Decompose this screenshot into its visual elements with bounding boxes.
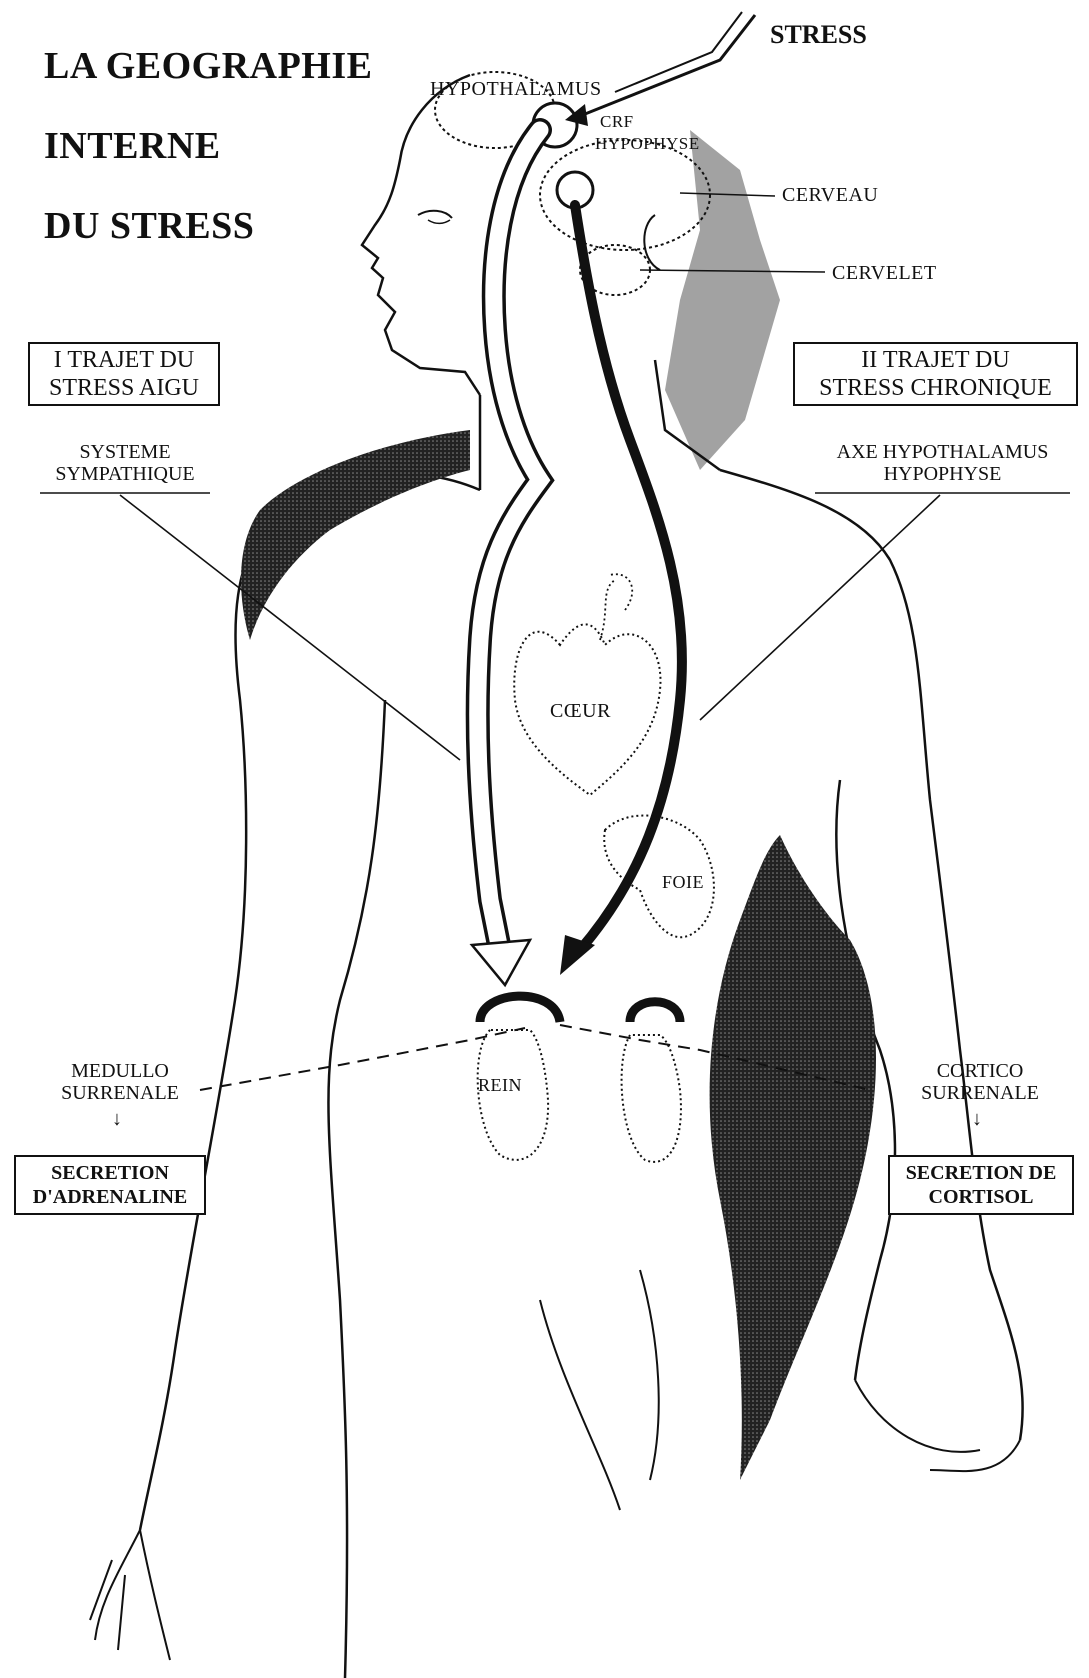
right-kidney: [622, 1035, 681, 1162]
page-title: LA GEOGRAPHIE INTERNE DU STRESS: [44, 6, 373, 286]
right-hand: [855, 1380, 1020, 1471]
foie-label: FOIE: [662, 872, 704, 893]
chronic-path-box: II TRAJET DU STRESS CHRONIQUE: [793, 342, 1078, 406]
acute-system-line-2: SYMPATHIQUE: [40, 463, 210, 485]
chronic-secretion-line-2: CORTISOL: [896, 1185, 1066, 1209]
acute-system-line-1: SYSTEME: [40, 441, 210, 463]
torso-center: [540, 1270, 659, 1510]
crf-label: CRF: [600, 112, 634, 132]
chronic-box-line-1: II TRAJET DU: [801, 346, 1070, 374]
acute-arrowhead: [472, 940, 530, 985]
left-shoulder-shadow: [241, 430, 470, 640]
acute-path-box: I TRAJET DU STRESS AIGU: [28, 342, 220, 406]
acute-secretion-line-2: D'ADRENALINE: [22, 1185, 198, 1209]
stress-input-arrow-2: [615, 12, 742, 92]
torso-shadow: [710, 835, 876, 1480]
cervelet-label: CERVELET: [832, 262, 937, 285]
acute-gland-line-2: SURRENALE: [40, 1082, 200, 1104]
left-shoulder: [140, 473, 480, 1530]
right-adrenal: [630, 1002, 680, 1022]
acute-box-line-2: STRESS AIGU: [36, 374, 212, 402]
left-hand: [90, 1530, 170, 1660]
chronic-axis-line-1: AXE HYPOTHALAMUS: [815, 441, 1070, 463]
acute-secretion-line-1: SECRETION: [22, 1161, 198, 1185]
cervelet-leader: [640, 270, 825, 272]
hypophyse-label: HYPOPHYSE: [595, 134, 700, 154]
left-adrenal: [480, 996, 560, 1022]
rein-label: REIN: [478, 1075, 522, 1096]
chronic-down-arrow: ↓: [972, 1108, 982, 1131]
stress-label: STRESS: [770, 24, 867, 46]
chronic-box-line-2: STRESS CHRONIQUE: [801, 374, 1070, 402]
title-line-2: INTERNE: [44, 126, 373, 166]
medullo-dashed-line: [200, 1028, 525, 1090]
chronic-axis-line-2: HYPOPHYSE: [815, 463, 1070, 485]
hypothalamus-axis-label: AXE HYPOTHALAMUS HYPOPHYSE: [815, 441, 1070, 485]
hypothalamus-label: HYPOTHALAMUS: [430, 78, 602, 101]
left-inner-arm: [328, 700, 385, 1678]
chronic-path: [575, 205, 682, 950]
sympathetic-system-label: SYSTEME SYMPATHIQUE: [40, 441, 210, 485]
cerveau-label: CERVEAU: [782, 184, 878, 207]
eye-lid: [428, 220, 450, 223]
chronic-secretion-line-1: SECRETION DE: [896, 1161, 1066, 1185]
eye: [418, 211, 452, 218]
acute-down-arrow: ↓: [112, 1108, 122, 1131]
acute-box-line-1: I TRAJET DU: [36, 346, 212, 374]
head-outline: [362, 75, 480, 395]
title-line-3: DU STRESS: [44, 206, 373, 246]
chronic-leader: [700, 495, 940, 720]
medullo-surrenale-label: MEDULLO SURRENALE: [40, 1060, 200, 1104]
coeur-label: CŒUR: [550, 700, 611, 723]
cortisol-secretion-box: SECRETION DE CORTISOL: [888, 1155, 1074, 1215]
heart-vessel: [600, 574, 632, 640]
acute-gland-line-1: MEDULLO: [40, 1060, 200, 1082]
ear: [644, 215, 660, 270]
neck-shadow: [665, 130, 780, 470]
title-line-1: LA GEOGRAPHIE: [44, 46, 373, 86]
adrenaline-secretion-box: SECRETION D'ADRENALINE: [14, 1155, 206, 1215]
chronic-gland-line-1: CORTICO: [900, 1060, 1060, 1082]
cortico-surrenale-label: CORTICO SURRENALE: [900, 1060, 1060, 1104]
chronic-gland-line-2: SURRENALE: [900, 1082, 1060, 1104]
